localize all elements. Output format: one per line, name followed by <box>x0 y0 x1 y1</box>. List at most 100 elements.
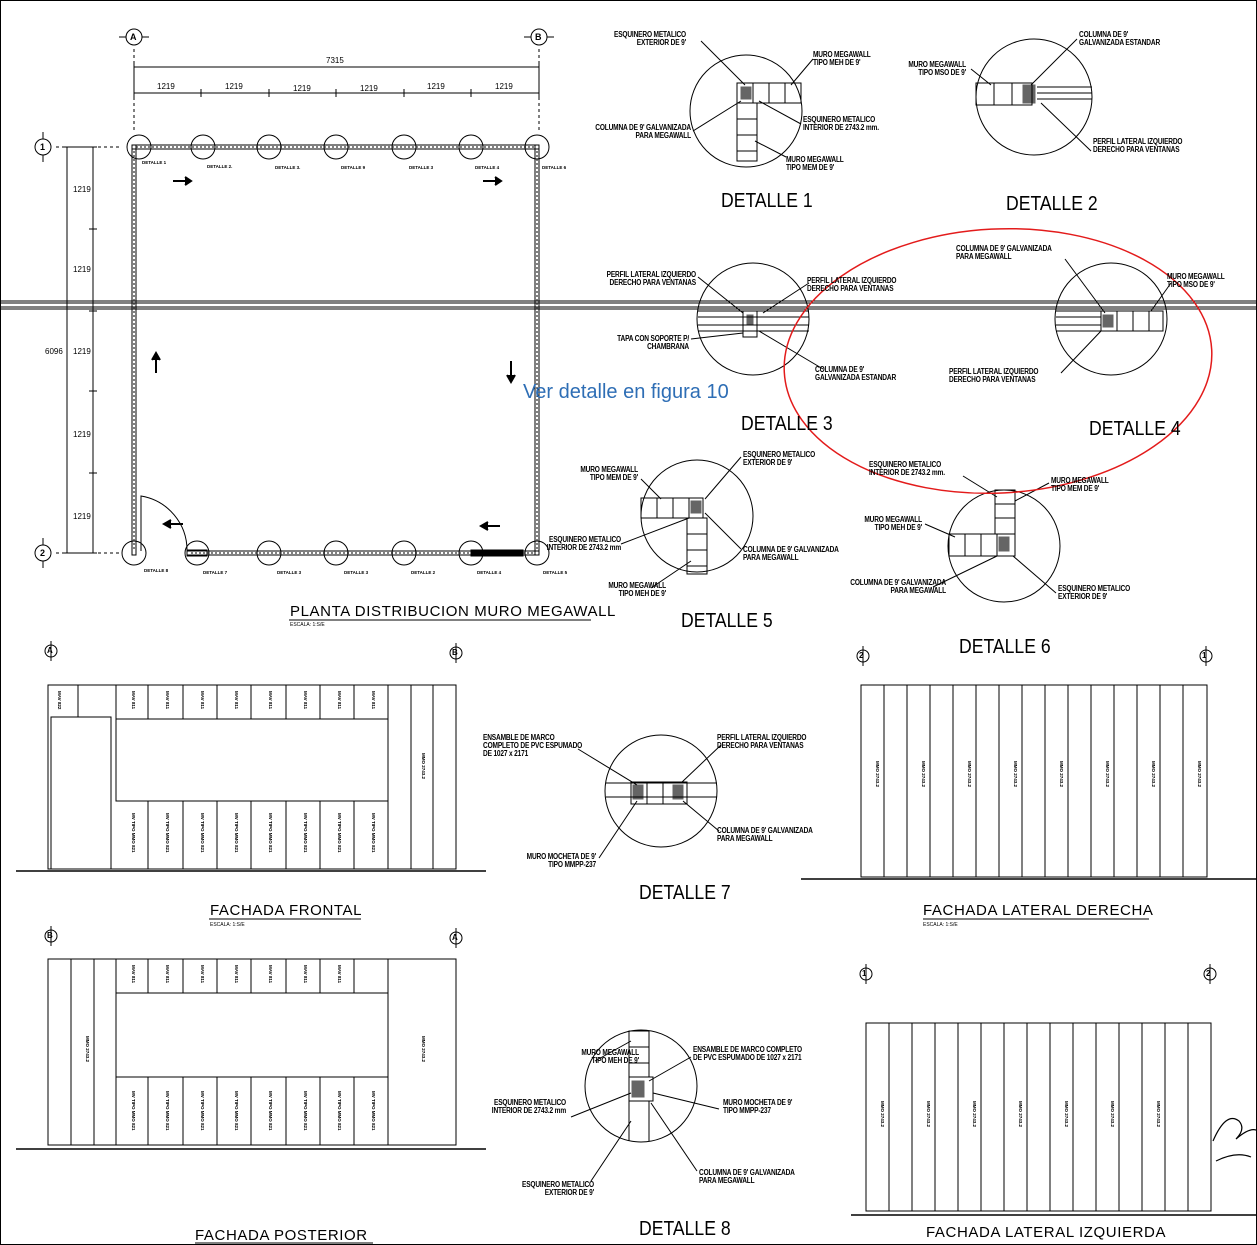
detalle-1-label: MURO MEGAWALL TIPO MEM DE 9' <box>786 155 844 172</box>
plan-detail-ref: DETALLE 6 <box>542 165 567 170</box>
fachada-frontal-scale: ESCALA: 1:S/E <box>210 922 245 928</box>
elev-axis-b: B <box>452 648 458 657</box>
fachada-posterior-drawing <box>16 958 486 1244</box>
detalle-3-label: PERFIL LATERAL IZQUIERDO DERECHO PARA VE… <box>807 276 897 293</box>
panel-label: MMO 2743.2 <box>421 1036 426 1063</box>
panel-label: MAV 811 <box>165 691 170 710</box>
fachada-frontal-drawing <box>16 684 486 920</box>
panel-label: MMO 2743.2 <box>421 753 426 780</box>
panel-label: MMO 2743.2 <box>1105 761 1110 788</box>
plan-walls <box>131 144 540 557</box>
axis-bubbles <box>34 28 554 568</box>
detalle-6-label: MURO MEGAWALL TIPO MEM DE 9' <box>1051 476 1109 493</box>
axis-a-label: A <box>130 32 137 42</box>
detalle-4-label: MURO MEGAWALL TIPO MSO DE 9' <box>1167 272 1225 289</box>
panel-label: MV TIPO MMO 821 <box>371 1091 376 1131</box>
panel-label: MV TIPO MMO 821 <box>131 1091 136 1131</box>
panel-label: MV TIPO MMO 821 <box>337 1091 342 1131</box>
plan-detail-ref: DETALLE 3 <box>344 570 369 575</box>
elev-axis-2: 2 <box>1206 969 1211 978</box>
panel-label: MMO 2743.2 <box>926 1101 931 1128</box>
panel-label: MMO 2743.2 <box>967 761 972 788</box>
detalle-8-label: ENSAMBLE DE MARCO COMPLETO DE PVC ESPUMA… <box>693 1045 802 1062</box>
panel-label: MV TIPO MMO 821 <box>303 813 308 853</box>
detalle-8-label: MURO MOCHETA DE 9' TIPO MMPP-237 <box>723 1098 793 1115</box>
fachada-lateral-izquierda-title: FACHADA LATERAL IZQUIERDA <box>926 1224 1167 1241</box>
panel-label: MAV 811 <box>268 691 273 710</box>
panel-label: MAV 811 <box>268 965 273 984</box>
highlight-ellipse <box>783 227 1213 495</box>
panel-label: MMO 2743.2 <box>875 761 880 788</box>
dim-row-5: 1219 <box>73 512 91 521</box>
plan-scale: ESCALA: 1:S/E <box>290 622 325 628</box>
detalle-2-label: PERFIL LATERAL IZQUIERDO DERECHO PARA VE… <box>1093 137 1183 154</box>
detalle-6-label: MURO MEGAWALL TIPO MEH DE 9' <box>864 515 922 532</box>
detalle-6-label: COLUMNA DE 9' GALVANIZADA PARA MEGAWALL <box>850 578 946 595</box>
panel-label: MV TIPO MMO 821 <box>268 1091 273 1131</box>
detalle-4-drawing <box>1054 258 1172 376</box>
dim-seg-1: 1219 <box>157 82 175 91</box>
panel-label: MAV 811 <box>303 691 308 710</box>
panel-label: MMO 2743.2 <box>1064 1101 1069 1128</box>
dim-total-x: 7315 <box>326 56 344 65</box>
detalle-5-label: COLUMNA DE 9' GALVANIZADA PARA MEGAWALL <box>743 545 839 562</box>
detalle-8-label: MURO MEGAWALL TIPO MEH DE 9' <box>581 1048 639 1065</box>
plan-detail-ref: DETALLE 3. <box>275 165 301 170</box>
detalle-2-label: MURO MEGAWALL TIPO MSO DE 9' <box>908 60 966 77</box>
panel-label: MV TIPO MMO 821 <box>165 813 170 853</box>
figure-reference-note: Ver detalle en figura 10 <box>523 381 729 403</box>
plan-detail-ref: DETALLE 3 <box>277 570 302 575</box>
detalle-2-title: DETALLE 2 <box>1006 193 1098 215</box>
fachada-lateral-derecha-title: FACHADA LATERAL DERECHA <box>923 902 1154 919</box>
elevation-axis-bubbles <box>44 641 1217 984</box>
detalle-6-label: ESQUINERO METALICO INTERIOR DE 2743.2 mm… <box>869 460 945 477</box>
detalle-7-label: PERFIL LATERAL IZQUIERDO DERECHO PARA VE… <box>717 733 807 750</box>
detalle-7-title: DETALLE 7 <box>639 882 731 904</box>
dim-total-y: 6096 <box>45 347 63 356</box>
panel-label: MV TIPO MMO 821 <box>200 813 205 853</box>
panel-label: MAV 811 <box>131 965 136 984</box>
detalle-3-label: COLUMNA DE 9' GALVANIZADA ESTANDAR <box>815 365 897 382</box>
detalle-3-drawing <box>690 262 824 376</box>
detalle-1-label: COLUMNA DE 9' GALVANIZADA PARA MEGAWALL <box>595 123 691 140</box>
panel-label: MAV 811 <box>165 965 170 984</box>
detalle-6-label: ESQUINERO METALICO EXTERIOR DE 9' <box>1058 584 1131 601</box>
panel-label: MAV 811 <box>234 965 239 984</box>
panel-label: MAV 811 <box>200 691 205 710</box>
panel-label: MV TIPO MMO 821 <box>165 1091 170 1131</box>
plan-detail-ref: DETALLE 4 <box>477 570 502 575</box>
panel-label: MMO 2743.2 <box>1018 1101 1023 1128</box>
elev-axis-2: 2 <box>859 651 864 660</box>
dim-row-1: 1219 <box>73 185 91 194</box>
detalle-1-label: MURO MEGAWALL TIPO MEH DE 9' <box>813 50 871 67</box>
axis-2-label: 2 <box>40 548 46 558</box>
detalle-4-label: COLUMNA DE 9' GALVANIZADA PARA MEGAWALL <box>956 244 1052 261</box>
panel-label: MMO 2743.2 <box>972 1101 977 1128</box>
detalle-8-drawing <box>570 1029 720 1182</box>
panel-label: MAV 811 <box>234 691 239 710</box>
axis-1-label: 1 <box>40 142 46 152</box>
elev-axis-b: B <box>47 931 53 940</box>
dim-seg-3: 1219 <box>293 84 311 93</box>
panel-label: MV TIPO MMO 821 <box>303 1091 308 1131</box>
detalle-4-label: PERFIL LATERAL IZQUIERDO DERECHO PARA VE… <box>949 367 1039 384</box>
panel-label: MMO 2743.2 <box>1059 761 1064 788</box>
plan-detail-ref: DETALLE 9 <box>341 165 366 170</box>
section-band <box>1 300 1256 310</box>
detalle-8-label: ESQUINERO METALICO EXTERIOR DE 9' <box>521 1180 594 1197</box>
plan-detail-ref: DETALLE 3 <box>409 165 434 170</box>
detalle-7-label: MURO MOCHETA DE 9' TIPO MMPP-237 <box>526 852 596 869</box>
elev-axis-1: 1 <box>862 969 867 978</box>
detalle-5-label: ESQUINERO METALICO EXTERIOR DE 9' <box>743 450 816 467</box>
panel-label: MAV 811 <box>337 691 342 710</box>
fachada-posterior-title: FACHADA POSTERIOR <box>195 1227 368 1244</box>
fachada-frontal-title: FACHADA FRONTAL <box>210 902 363 919</box>
elev-axis-a: A <box>452 933 458 942</box>
panel-label: MMO 2743.2 <box>1151 761 1156 788</box>
dim-row-2: 1219 <box>73 265 91 274</box>
panel-label: MAV 811 <box>371 691 376 710</box>
detalle-7-label: ENSAMBLE DE MARCO COMPLETO DE PVC ESPUMA… <box>483 733 583 758</box>
panel-label: MMO 2743.2 <box>1197 761 1202 788</box>
axis-b-label: B <box>535 32 542 42</box>
